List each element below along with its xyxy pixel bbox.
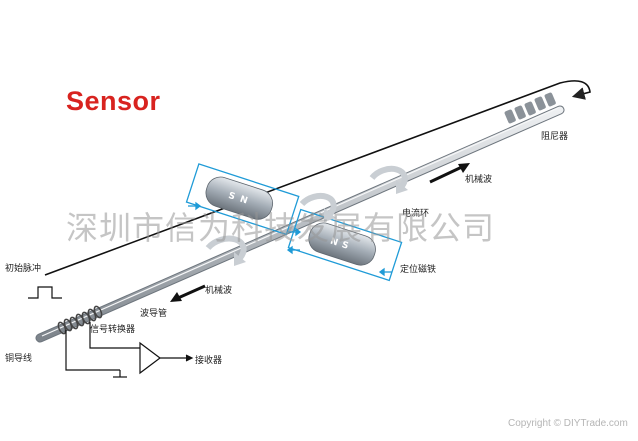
copyright-footer: Copyright © DIYTrade.com <box>508 418 628 429</box>
mech-wave-arrow-bottom <box>170 284 206 302</box>
label-copper-wire: 铜导线 <box>5 354 33 364</box>
sensor-title: Sensor <box>66 86 161 116</box>
label-receiver: 接收器 <box>195 356 223 366</box>
label-current-ring: 电流环 <box>402 209 430 219</box>
label-signal-converter: 信号转换器 <box>90 325 136 335</box>
magnet-lower-s: S <box>340 240 349 252</box>
torsion-arrows <box>205 165 408 260</box>
magnet-lower: N S <box>287 208 403 282</box>
label-mech-wave-bottom: 机械波 <box>205 286 233 296</box>
label-initial-pulse: 初始脉冲 <box>5 264 42 274</box>
amplifier-symbol <box>139 341 161 375</box>
mech-wave-arrow-top <box>429 163 470 184</box>
damper <box>504 92 556 124</box>
label-mech-wave-top: 机械波 <box>465 175 493 185</box>
label-damper: 阻尼器 <box>541 132 569 142</box>
magnet-upper: S N <box>185 163 300 236</box>
company-watermark: 深圳市信为科技发展有限公司 <box>66 209 496 247</box>
signal-coil <box>57 305 103 335</box>
magnet-lower-n: N <box>329 237 339 249</box>
magnet-upper-s: S <box>227 191 236 203</box>
label-position-magnet: 定位磁铁 <box>400 265 437 275</box>
torsion-arrowheads <box>234 180 408 266</box>
converter-wiring <box>65 322 194 378</box>
magnet-upper-n: N <box>238 195 248 207</box>
pulse-waveform <box>28 286 62 299</box>
field-arrows <box>188 201 392 277</box>
label-waveguide-tube: 波导管 <box>140 309 168 319</box>
waveguide-rod <box>35 105 565 343</box>
return-wire <box>44 80 591 276</box>
